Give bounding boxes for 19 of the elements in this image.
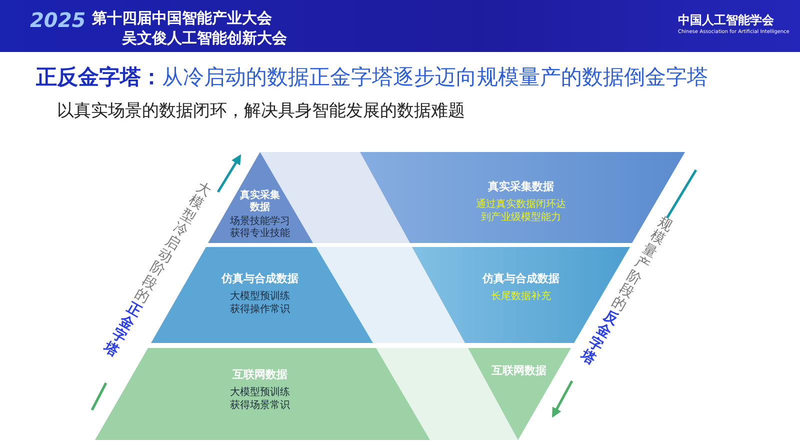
slide-title: 正反金字塔：从冷启动的数据正金字塔逐步迈向规模量产的数据倒金字塔	[36, 64, 708, 91]
conference-title: 第十四届中国智能产业大会	[92, 9, 272, 28]
tier-heading: 互联网数据	[232, 368, 288, 382]
tier-description: 场景技能学习获得专业技能	[229, 216, 291, 240]
tier-description: 大模型预训练获得场景常识	[229, 386, 291, 412]
tier-description: 长尾数据补充	[490, 290, 552, 303]
side-label: 大模型冷启动阶段的正金字塔	[100, 180, 214, 360]
subtitle: 以真实场景的数据闭环，解决具身智能发展的数据难题	[57, 100, 465, 122]
tier-heading: 互联网数据	[492, 364, 546, 378]
tier-heading: 真实采集数据	[487, 180, 555, 194]
tier-description: 大模型预训练获得操作常识	[229, 290, 291, 316]
side-label: 规模量产阶段的反金字塔	[578, 214, 674, 368]
tier-heading: 真实采集数据	[239, 190, 281, 214]
year-text: 2025	[30, 8, 86, 32]
tier-heading: 仿真与合成数据	[222, 272, 298, 286]
conference-subtitle: 吴文俊人工智能创新大会	[122, 29, 287, 48]
tier-description: 通过真实数据闭环达到产业级模型能力	[476, 198, 566, 224]
organization-name: 中国人工智能学会	[678, 12, 774, 29]
tier-heading: 仿真与合成数据	[482, 272, 560, 286]
